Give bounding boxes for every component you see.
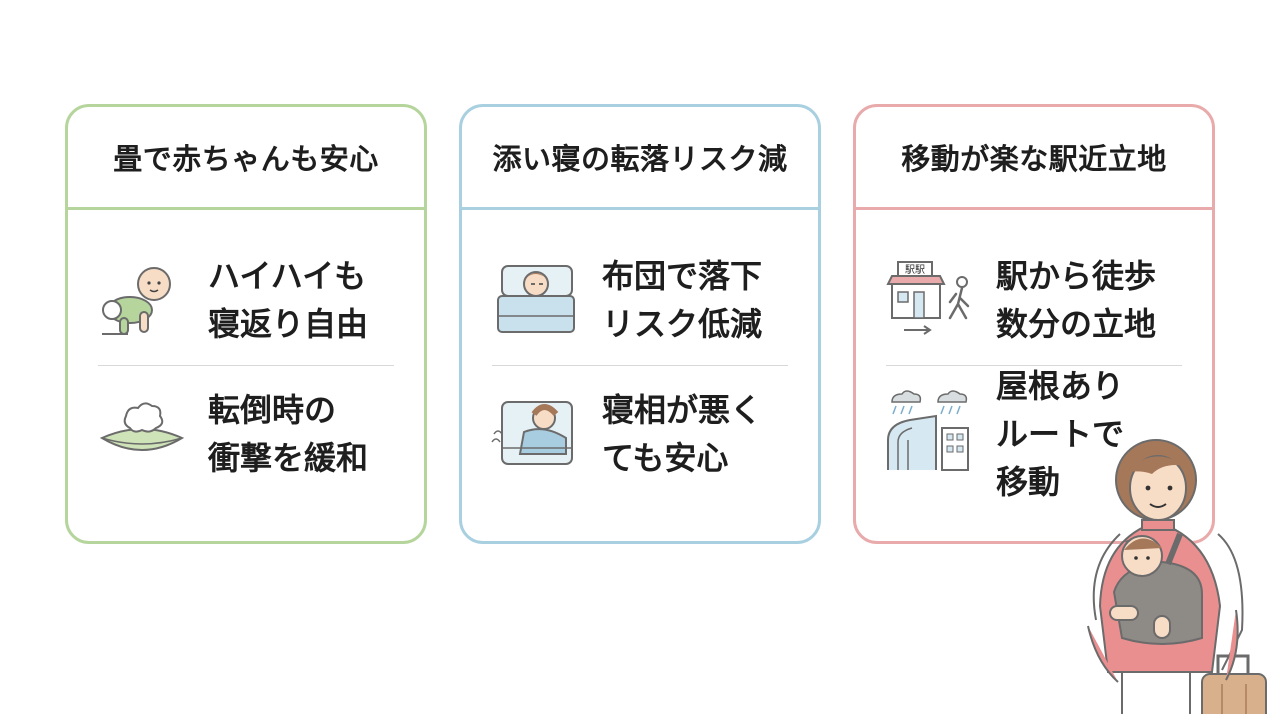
feature-text-line: 移動 xyxy=(996,463,1061,501)
feature-text-line: ハイハイも xyxy=(208,257,367,295)
feature-item: 屋根あり ルートで 移動 xyxy=(884,367,1184,501)
feature-text-line: ルートで xyxy=(996,415,1125,453)
divider xyxy=(492,365,788,366)
card-title: 移動が楽な駅近立地 xyxy=(856,107,1212,210)
crawling-baby-icon xyxy=(96,254,188,346)
feature-text-line: 寝返り自由 xyxy=(208,305,369,343)
tossing-sleeper-icon xyxy=(490,388,582,480)
station-walk-icon: 駅駅 xyxy=(884,254,976,346)
feature-text-line: 布団で落下 xyxy=(602,257,763,295)
covered-route-icon xyxy=(884,388,976,480)
feature-text-line: 転倒時の xyxy=(208,391,337,429)
feature-item: ハイハイも 寝返り自由 xyxy=(96,235,396,365)
card-title: 畳で赤ちゃんも安心 xyxy=(68,107,424,210)
mother-with-baby-illustration xyxy=(1080,430,1280,714)
feature-item: 布団で落下 リスク低減 xyxy=(490,235,790,365)
feature-text-line: 屋根あり xyxy=(996,367,1125,405)
feature-item: 寝相が悪く ても安心 xyxy=(490,369,790,499)
feature-text-line: 寝相が悪く xyxy=(602,391,763,429)
futon-sleeping-icon xyxy=(490,254,582,346)
feature-text-line: 衝撃を緩和 xyxy=(208,439,369,477)
feature-text-line: リスク低減 xyxy=(602,305,763,343)
card-tatami-safety: 畳で赤ちゃんも安心 ハイハイも 寝返り自由 xyxy=(65,104,427,544)
feature-text-line: ても安心 xyxy=(602,439,729,477)
feature-text-line: 数分の立地 xyxy=(996,305,1157,343)
feature-item: 駅駅 駅から徒歩 数分の立地 xyxy=(884,235,1184,365)
divider xyxy=(886,365,1182,366)
feature-item: 転倒時の 衝撃を緩和 xyxy=(96,369,396,499)
feature-text-line: 駅から徒歩 xyxy=(996,257,1157,295)
card-cosleeping-safety: 添い寝の転落リスク減 布団で落下 リスク低減 xyxy=(459,104,821,544)
station-sign-text: 駅駅 xyxy=(905,264,925,276)
divider xyxy=(98,365,394,366)
card-title: 添い寝の転落リスク減 xyxy=(462,107,818,210)
soft-cushion-icon xyxy=(96,388,188,480)
